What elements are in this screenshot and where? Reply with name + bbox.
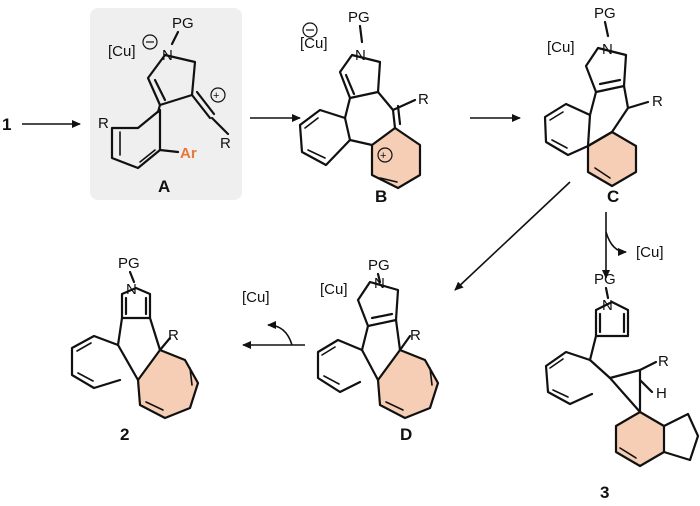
intermediate-D: PG N [Cu] R D [316,257,440,444]
A-Ar-label: Ar [180,145,197,162]
product-3-N-label: N [602,297,613,314]
compound-1-label: 1 [2,115,11,134]
A-PG-label: PG [172,15,194,32]
C-Cu-label: [Cu] [547,39,575,56]
A-R-ring-label: R [98,115,109,132]
A-R-bond [210,116,230,136]
cu-loss-label-D: [Cu] [242,289,270,306]
D-R-label: R [410,327,421,344]
product-2-benzene [70,334,122,390]
D-cycloheptatriene [376,348,440,420]
C-benzene [543,102,592,157]
A-minus-charge [142,34,158,50]
B-pyrroline-ring [338,53,382,100]
product-3-label: 3 [600,483,609,502]
D-cycloheptatriene-fill [378,350,438,418]
product-3-naphthalene-fill [616,412,664,466]
product-2-label: 2 [120,425,129,444]
D-N-label: N [374,275,385,292]
B-plus-charge [377,147,393,163]
A-plus-charge [210,87,226,103]
product-2: PG N R 2 [70,255,200,444]
B-Cu-label: [Cu] [300,35,328,52]
product-3-pyrrole [594,300,630,338]
intermediate-B: + PG N [Cu] R B [298,9,429,206]
A-benzene [110,108,162,170]
A-Cu-label: [Cu] [108,43,136,60]
product-2-cycloheptatriene [136,348,200,420]
product-3-H-label: H [656,385,667,402]
product-3-benzo [662,412,700,462]
D-Cu-label: [Cu] [320,281,348,298]
A-pyrroline-ring [146,53,197,107]
cu-loss-arrow-D [267,321,293,346]
cu-loss-label-C: [Cu] [636,244,664,261]
B-benzene [298,108,352,167]
svg-text:+: + [380,150,386,162]
product-3-PG-label: PG [594,271,616,288]
product-3-phenyl [544,350,594,406]
product-3-R-label: R [658,353,669,370]
B-PG-label: PG [348,9,370,26]
C-ring-fill [588,132,636,186]
A-double-bond [153,78,167,102]
intermediate-C: PG N [Cu] R C [543,5,663,206]
B-minus-charge [302,22,318,38]
arrow-C-to-D [454,181,571,291]
compound-C-label: C [607,187,619,206]
compound-D-label: D [400,425,412,444]
D-pyrroline-ring [356,280,400,328]
B-N-label: N [355,47,366,64]
C-PG-label: PG [594,5,616,22]
D-benzene [316,338,364,394]
A-exo-bond [190,93,212,120]
C-pyrroline-ring [584,46,628,94]
C-R-label: R [652,93,663,110]
product-2-R-label: R [168,327,179,344]
A-N-label: N [162,47,173,64]
svg-text:+: + [213,90,219,102]
product-2-ring-fill [138,350,198,418]
A-exo-bond-2 [195,90,216,116]
product-2-PG-label: PG [118,255,140,272]
B-R-label: R [418,91,429,108]
product-3-cyclopropane [608,368,642,414]
intermediate-A: + PG N [Cu] R R Ar A [90,8,242,200]
product-2-pyrrole [120,286,152,320]
C-N-label: N [602,41,613,58]
B-cation-ring-fill [372,128,420,188]
product-3: PG N R H 3 [544,271,700,502]
compound-B-label: B [375,187,387,206]
product-2-N-label: N [126,281,137,298]
compound-A-label: A [158,177,170,196]
D-PG-label: PG [368,257,390,274]
A-R-label: R [220,135,231,152]
cu-loss-arrow-C [605,231,627,256]
